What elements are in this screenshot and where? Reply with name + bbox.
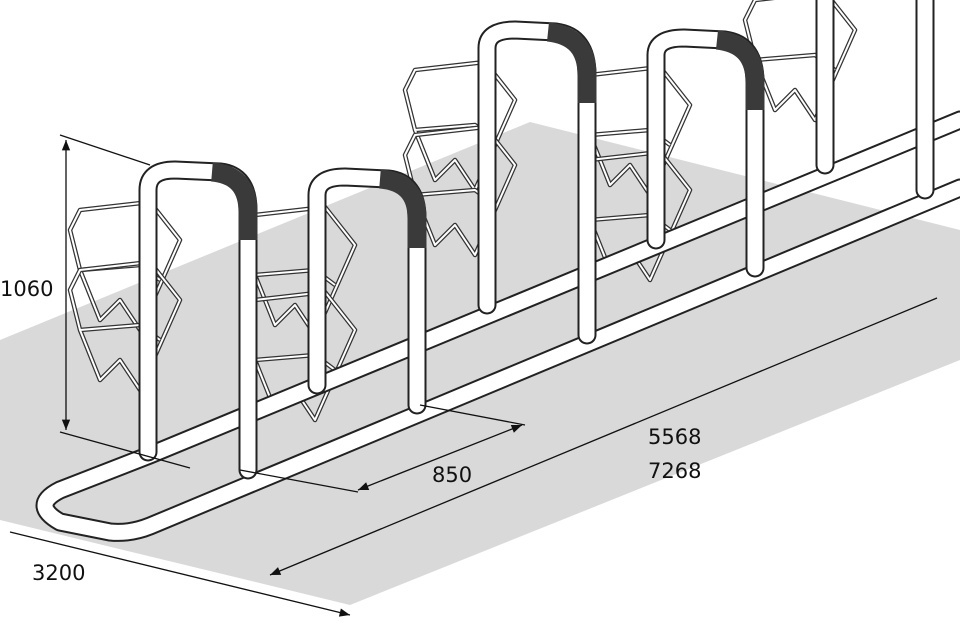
arch-4: [646, 28, 765, 278]
arch-2: [307, 167, 427, 415]
dimension-lines: [9, 134, 938, 617]
dim-width-label: 3200: [32, 561, 85, 585]
arches: [138, 0, 935, 480]
arch-3: [477, 20, 597, 345]
arch-5: [815, 0, 935, 200]
base-frame: [35, 110, 960, 542]
dim-total-length-label: 7268: [648, 459, 701, 483]
dim-inner-length-label: 5568: [648, 425, 701, 449]
arch-1: [138, 160, 258, 480]
dim-height-label: 1060: [0, 277, 53, 301]
dim-spacing-label: 850: [432, 463, 472, 487]
